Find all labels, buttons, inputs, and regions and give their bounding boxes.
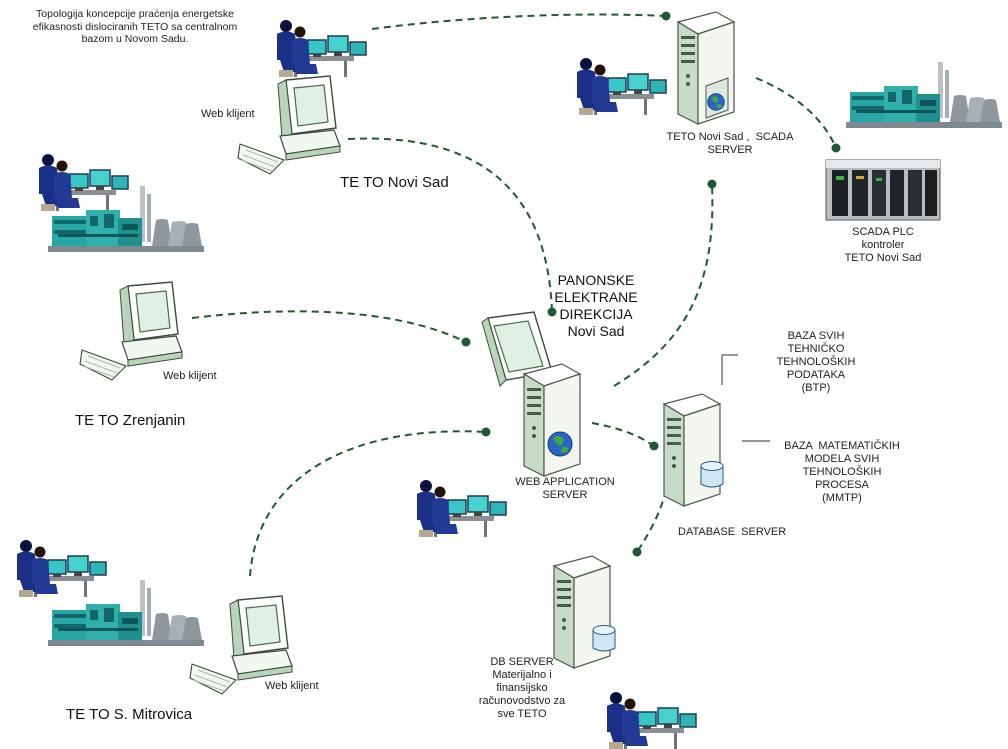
link-scada-server-to-plc [755,77,837,149]
btp-label-line-3: TEHNOLOŠKIH [776,356,856,368]
finance-db-label-line-1: DB SERVER [490,656,554,668]
intro-line-1: Topologija koncepcije praćenja energetsk… [36,8,234,20]
finance-db-label-line-5: sve TETO [497,708,547,720]
connector-node [831,143,841,153]
central-title-line-4: Novi Sad [567,323,625,339]
site-label-zrenjanin: TE TO Zrenjanin [75,412,186,429]
web-client-label-zrenjanin: Web klijent [163,370,217,382]
scada-plc-rack-icon [825,159,941,221]
scada-plc-label-line-1: SCADA PLC [852,226,914,238]
finance-db-label-line-2: Materijalno i [492,669,552,681]
connector-node [481,427,491,437]
mmtp-label-line-3: TEHNOLOŠKIH [802,466,882,478]
finance-db-label: DB SERVER Materijalno i finansijsko raču… [470,656,574,721]
scada-plc-label-line-2: kontroler [861,239,905,251]
link-webserver-to-database [591,422,655,447]
finance-db-server-icon [553,555,616,669]
scada-plc-label: SCADA PLC kontroler TETO Novi Sad [823,226,943,265]
web-app-server-label-line-2: SERVER [542,489,588,501]
connector-node [547,307,557,317]
scada-server-icon [677,11,735,125]
power-plant-icon [48,580,204,646]
central-title-line-3: DIREKCIJA [559,306,633,322]
btp-label: BAZA SVIH TEHNIČKO TEHNOLOŠKIH PODATAKA … [764,330,868,395]
btp-leader-line [721,354,738,385]
scada-plc-label-line-3: TETO Novi Sad [844,252,922,264]
scada-server-label-line-1: TETO Novi Sad , SCADA [666,131,794,143]
web-app-server-label: WEB APPLICATION SERVER [510,476,620,502]
mmtp-label: BAZA MATEMATIČKIH MODELA SVIH TEHNOLOŠKI… [772,440,912,505]
btp-label-line-5: (BTP) [801,382,831,394]
connector-node [632,547,642,557]
web-client-label-novi-sad: Web klijent [201,108,255,120]
intro-line-2: efikasnosti dislociranih TETO sa central… [32,20,238,33]
mmtp-label-line-4: PROCESA [815,479,869,491]
central-title: PANONSKE ELEKTRANE DIREKCIJA Novi Sad [536,272,656,340]
finance-db-label-line-4: računovodstvo za [478,695,566,707]
mmtp-label-line-5: (MMTP) [822,492,862,504]
web-client-label-mitrovica: Web klijent [265,680,319,692]
link-mitrovica-client-to-webserver [249,430,487,577]
connector-node [707,179,717,189]
btp-label-line-1: BAZA SVIH [787,330,845,342]
finance-db-label-line-3: finansijsko [496,682,548,694]
link-database-to-finance-db [636,489,667,553]
power-plant-icon [846,62,1002,128]
connector-node [649,441,659,451]
operator-workstation-icon [606,691,697,749]
intro-line-3: bazom u Novom Sadu. [81,33,189,45]
mmtp-label-line-1: BAZA MATEMATIČKIH [784,440,900,452]
central-title-line-1: PANONSKE [557,272,635,288]
operator-workstation-icon [38,153,129,212]
operator-workstation-icon [416,479,507,538]
web-app-server-label-line-1: WEB APPLICATION [515,476,615,488]
connector-node [661,11,671,21]
database-server-icon [663,393,724,507]
link-zrenjanin-client-to-webserver [191,310,467,343]
central-title-line-2: ELEKTRANE [554,289,638,305]
operator-workstation-icon [276,19,367,78]
link-novisad-client-to-webserver [347,137,553,313]
mmtp-label-line-2: MODELA SVIH [804,453,880,465]
site-label-mitrovica: TE TO S. Mitrovica [66,706,193,723]
btp-label-line-4: PODATAKA [786,369,846,381]
connector-node [461,337,471,347]
btp-label-line-2: TEHNIČKO [787,343,845,355]
scada-server-label-line-2: SERVER [707,144,753,156]
scada-server-label: TETO Novi Sad , SCADA SERVER [655,131,805,157]
operator-workstation-icon [16,539,107,598]
web-client-computer-icon [237,75,341,175]
database-server-label: DATABASE SERVER [678,526,787,538]
link-intro-operator-to-scada-server [371,13,667,30]
web-application-server-icon [481,311,581,477]
intro-text: Topologija koncepcije praćenja energetsk… [6,8,264,46]
web-client-computer-icon [79,281,183,381]
site-label-novi-sad: TE TO Novi Sad [340,174,449,191]
operator-workstation-icon [576,57,667,116]
